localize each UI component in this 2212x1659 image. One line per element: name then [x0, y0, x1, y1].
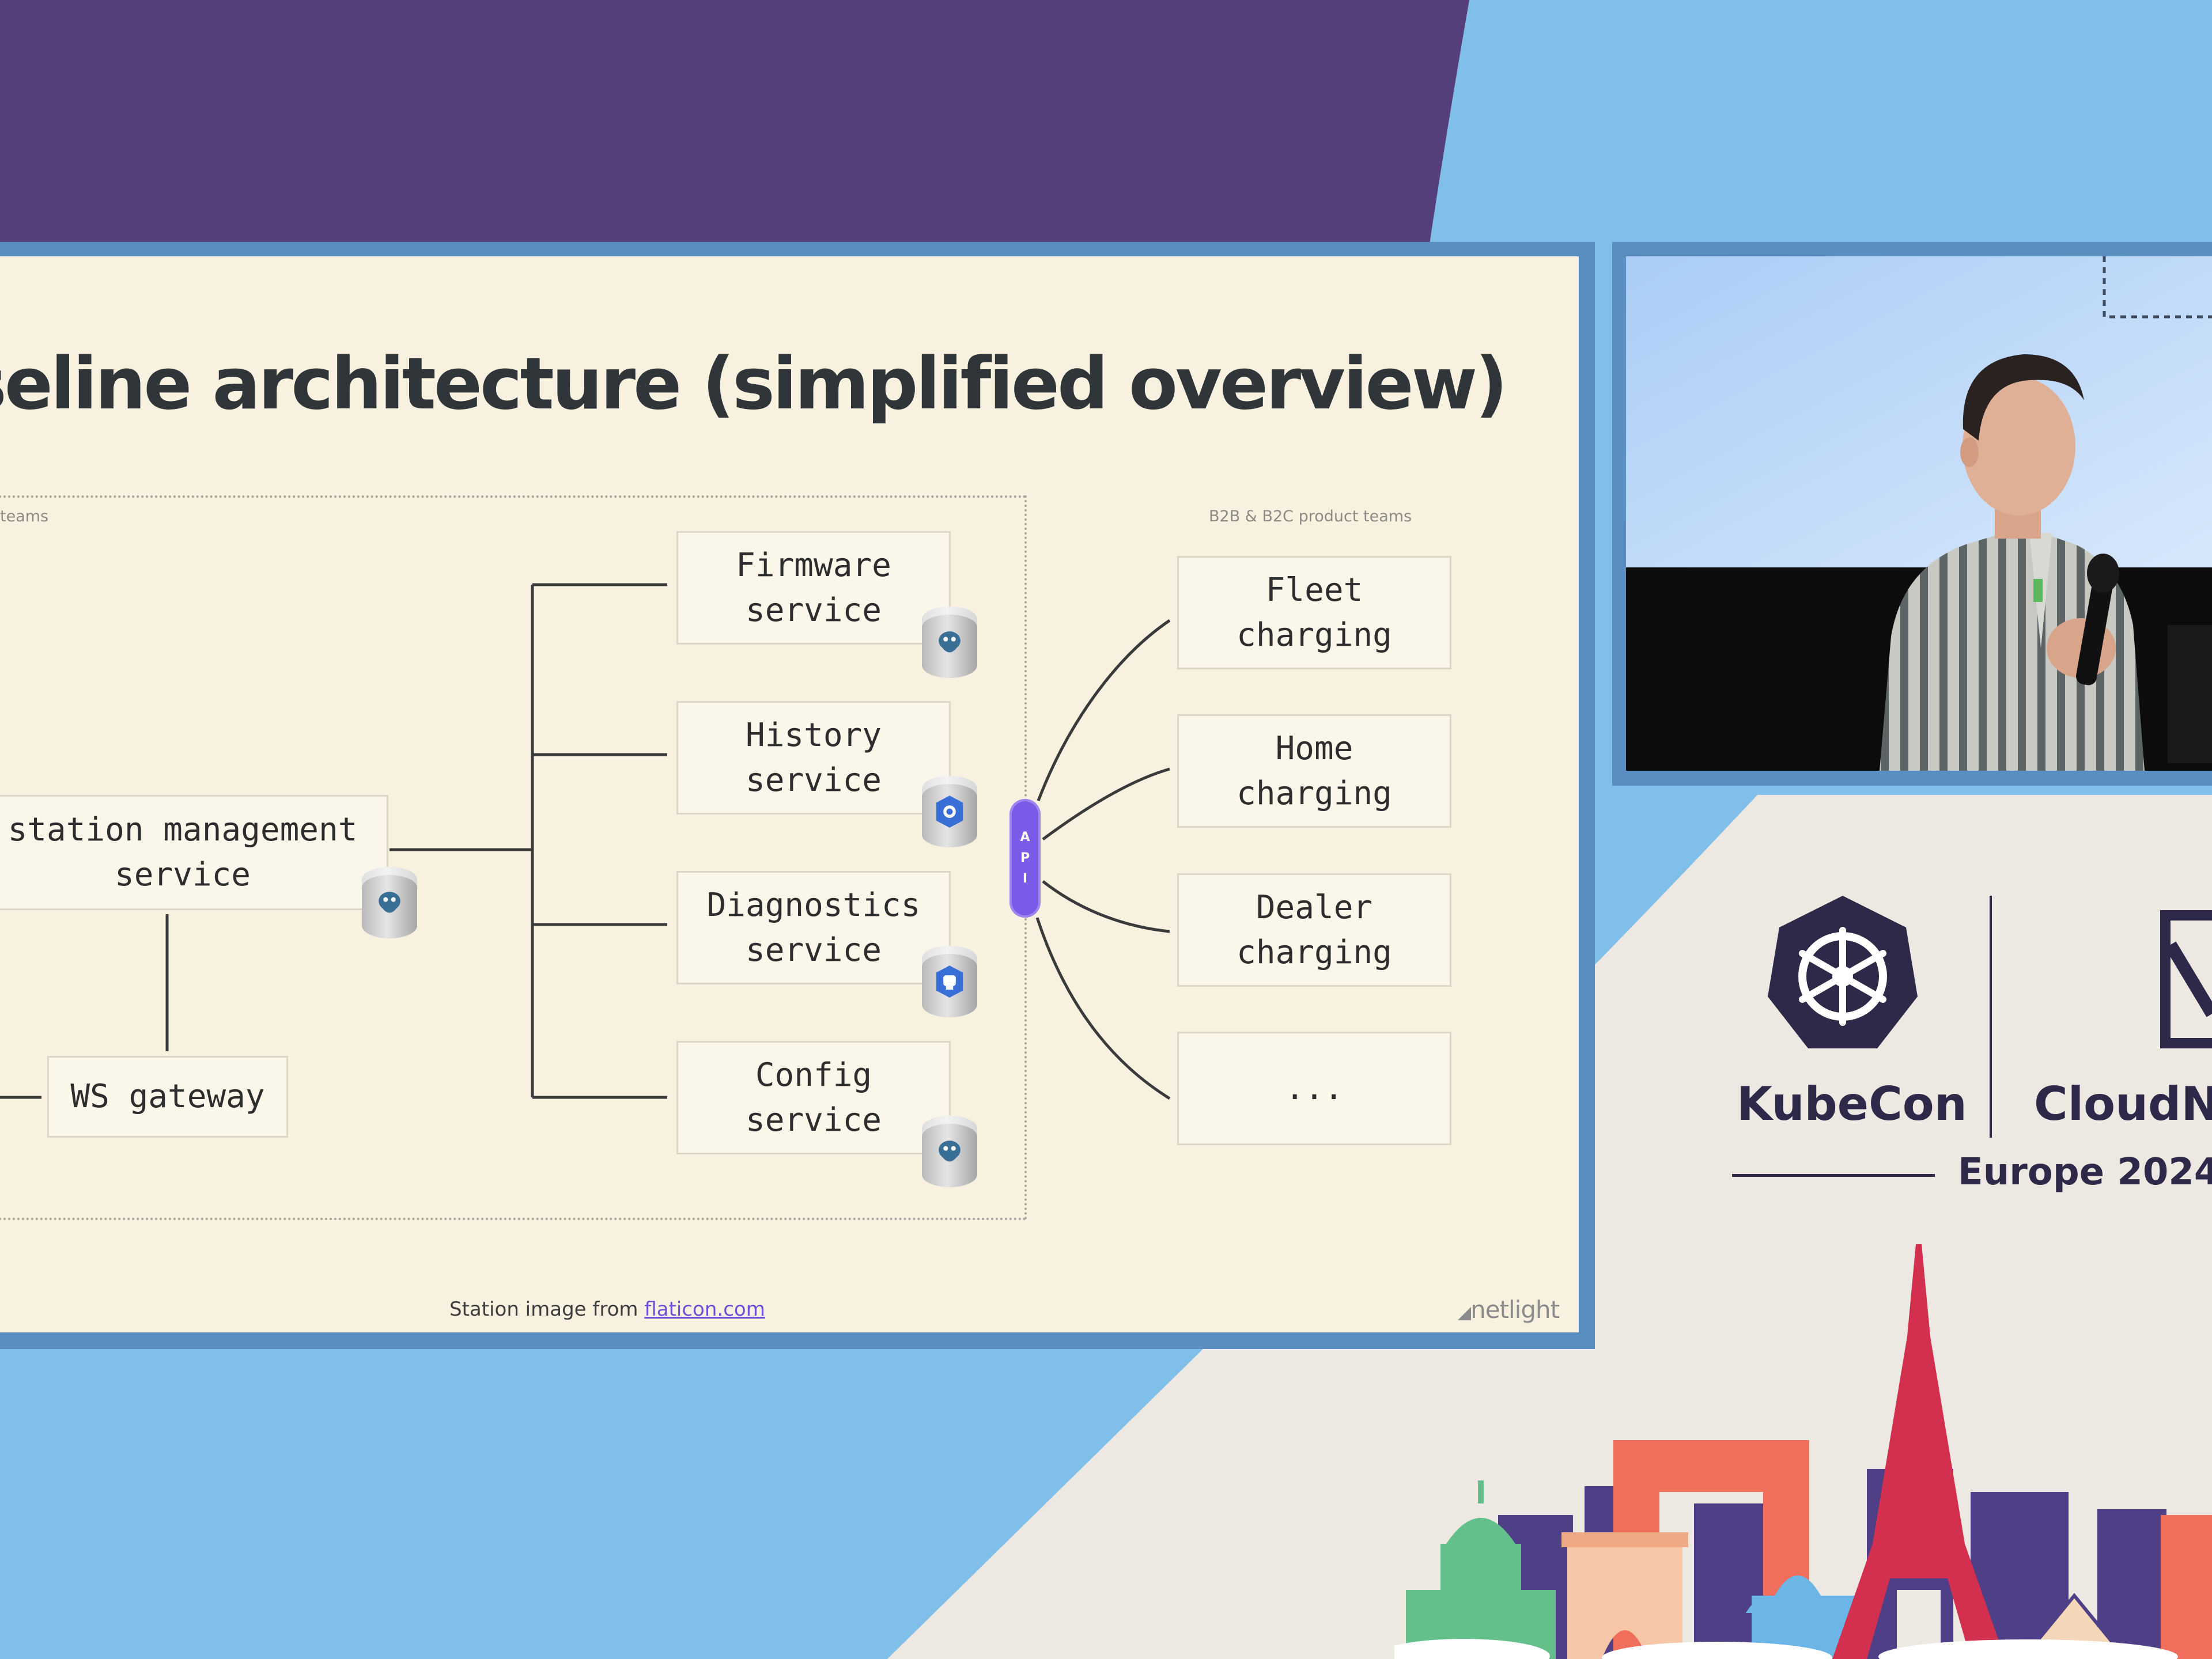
credit-link[interactable]: flaticon.com	[644, 1298, 765, 1321]
event-edition: Europe 2024	[1958, 1151, 2212, 1194]
netlight-logo-text: netlight	[1470, 1296, 1560, 1324]
ws-gateway-service: WS gateway	[47, 1056, 288, 1138]
speaker-video-image	[1626, 256, 2212, 771]
api-letter-a: A	[1020, 830, 1030, 844]
kubernetes-helm-icon	[1768, 896, 1918, 1048]
history-service: History service	[676, 701, 951, 815]
speaker-camera-feed	[1626, 256, 2212, 771]
product-teams-label: B2B & B2C product teams	[1209, 507, 1412, 525]
paris-skyline-illustration	[1394, 1244, 2212, 1659]
home-charging-box: Home charging	[1177, 714, 1451, 828]
backend-teams-label: teams	[0, 507, 49, 525]
firmware-service: Firmware service	[676, 531, 951, 645]
netlight-logo-icon: ◢	[1458, 1302, 1471, 1323]
image-credit: Station image from flaticon.com	[449, 1298, 765, 1321]
api-letter-i: I	[1022, 872, 1028, 886]
branding-divider	[1990, 896, 1992, 1138]
credit-text: Station image from	[449, 1298, 645, 1321]
api-gateway-pill: A P I	[1009, 799, 1041, 918]
cloud-datastore-icon	[922, 776, 977, 847]
station-management-service: station management service	[0, 795, 388, 910]
slide-title: seline architecture (simplified overview…	[0, 343, 1508, 426]
cloud-database-icon	[922, 946, 977, 1017]
postgres-database-icon	[922, 1116, 977, 1187]
diagnostics-service: Diagnostics service	[676, 871, 951, 984]
kubecon-wordmark: KubeCon	[1737, 1077, 1967, 1131]
more-teams-box: ...	[1177, 1032, 1451, 1145]
postgres-database-icon	[362, 867, 417, 938]
netlight-logo: ◢netlight	[1458, 1296, 1560, 1324]
api-letter-p: P	[1020, 851, 1030, 865]
dealer-charging-box: Dealer charging	[1177, 873, 1451, 987]
fleet-charging-box: Fleet charging	[1177, 556, 1451, 669]
presentation-slide: seline architecture (simplified overview…	[0, 256, 1579, 1332]
cloudnative-wordmark: CloudN	[2034, 1077, 2212, 1131]
diagram-connectors	[0, 583, 1171, 1100]
edition-underline	[1732, 1174, 1935, 1177]
config-service: Config service	[676, 1041, 951, 1154]
cncf-logo-icon	[2160, 910, 2212, 1048]
postgres-database-icon	[922, 607, 977, 678]
